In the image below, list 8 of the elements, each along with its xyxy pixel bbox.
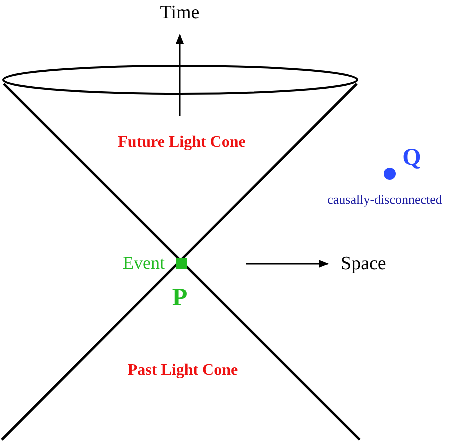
- axis-label: Time: [160, 4, 200, 24]
- point-caption: Event: [123, 254, 165, 274]
- point-label: P: [172, 284, 188, 312]
- region-label: Past Light Cone: [128, 362, 238, 380]
- region-label: Future Light Cone: [118, 134, 246, 152]
- point-caption: causally-disconnected: [328, 192, 442, 208]
- axis-label: Space: [341, 254, 386, 276]
- point-label: Q: [402, 144, 422, 172]
